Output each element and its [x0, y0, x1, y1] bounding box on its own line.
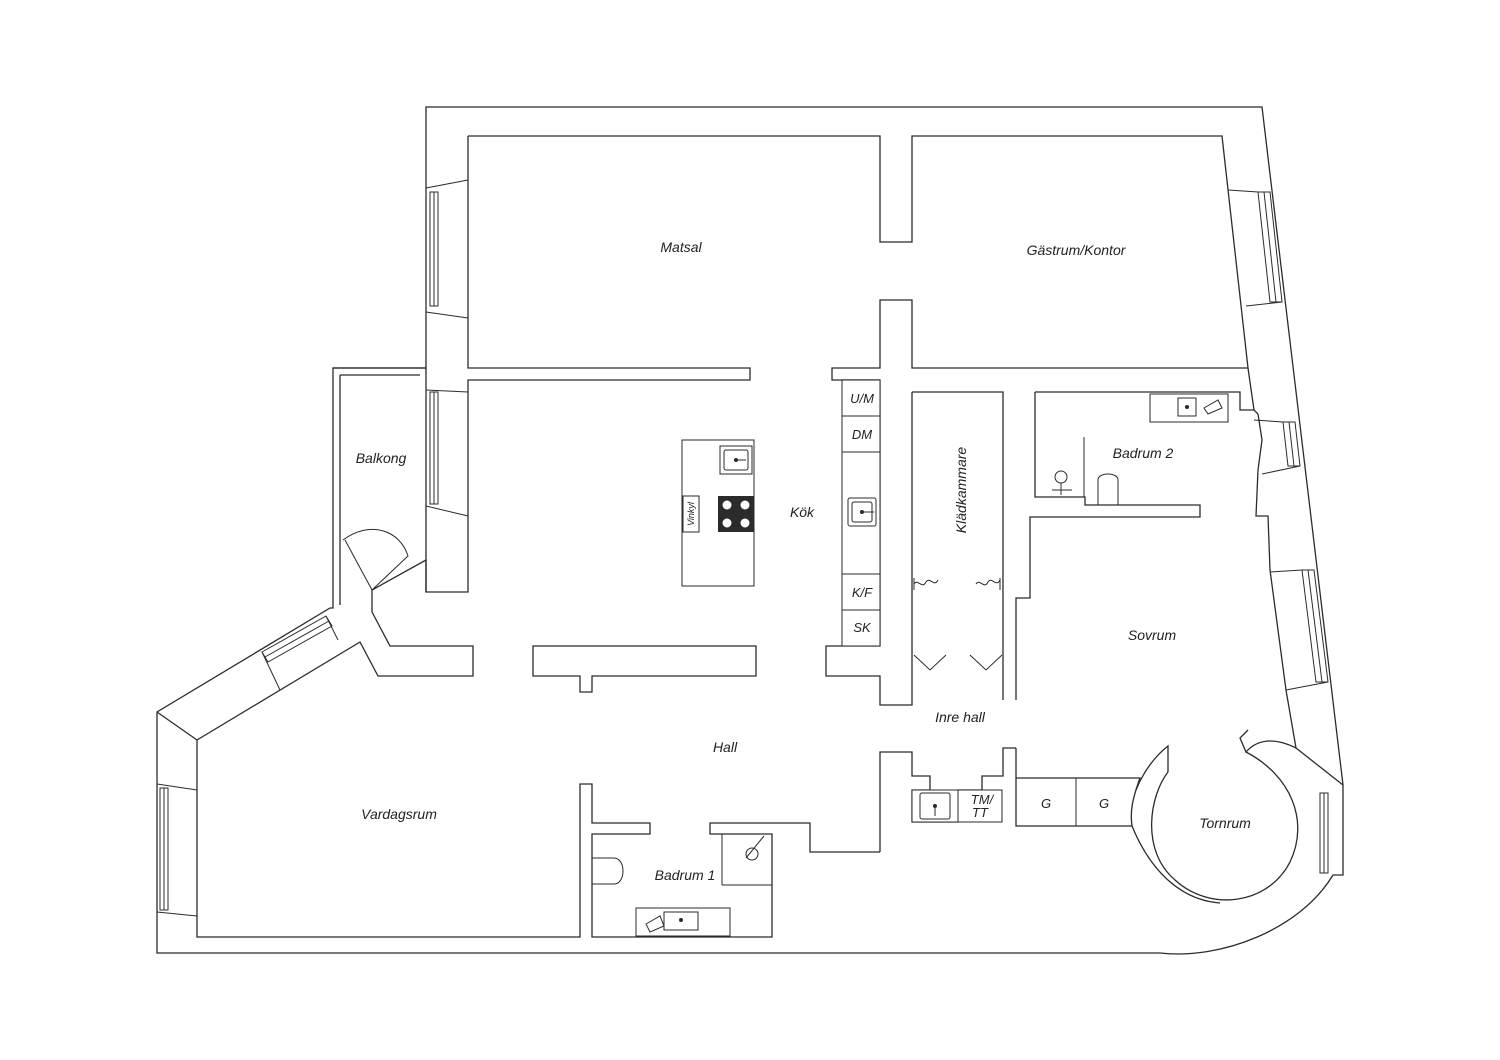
vardagsrum-walls [156, 558, 880, 938]
fixture-label-g2: G [1099, 796, 1109, 811]
fixture-label-tm: TM/ [971, 792, 995, 807]
fixture-label-sk: SK [853, 620, 872, 635]
fixture-label-dm: DM [852, 427, 872, 442]
matsal-walls [440, 135, 1249, 593]
room-label-vardagsrum: Vardagsrum [361, 806, 437, 822]
fixture-label-g1: G [1041, 796, 1051, 811]
window-kok-left [425, 389, 469, 517]
window-matsal-left [425, 179, 469, 319]
badrum2-walls [1015, 391, 1259, 700]
fixture-label-um: U/M [850, 391, 874, 406]
room-label-kok: Kök [790, 504, 815, 520]
inre-hall-walls [879, 747, 1221, 904]
window-sovrum-right [1269, 569, 1329, 691]
kitchen-counter-bottom [532, 645, 757, 693]
balkong-outline [333, 367, 426, 605]
room-label-kladkammare: Klädkammare [953, 447, 969, 534]
kitchen-island [681, 439, 755, 587]
room-label-badrum2: Badrum 2 [1113, 445, 1174, 461]
fixture-label-tt: TT [972, 805, 989, 820]
exterior-walls [156, 106, 1344, 955]
room-label-balkong: Balkong [356, 450, 407, 466]
room-label-sovrum: Sovrum [1128, 627, 1177, 643]
window-vardagsrum-left [156, 783, 198, 917]
room-label-hall: Hall [713, 739, 738, 755]
fixture-label-vinkyl: Vinkyl [686, 501, 696, 526]
fixture-label-kf: K/F [852, 585, 873, 600]
window-vardagsrum-diagonal [261, 615, 339, 691]
room-label-tornrum: Tornrum [1199, 815, 1251, 831]
room-label-badrum1: Badrum 1 [655, 867, 716, 883]
room-label-matsal: Matsal [660, 239, 702, 255]
badrum1-fixtures [592, 834, 772, 937]
room-label-inre-hall: Inre hall [935, 709, 986, 725]
room-label-gastrum: Gästrum/Kontor [1027, 242, 1127, 258]
window-gastrum-right [1227, 189, 1283, 307]
window-tornrum-right [1319, 792, 1329, 874]
kladkammare-walls [912, 391, 1004, 700]
kitchen-right-counter [825, 379, 913, 706]
sovrum-walls [1239, 367, 1297, 754]
